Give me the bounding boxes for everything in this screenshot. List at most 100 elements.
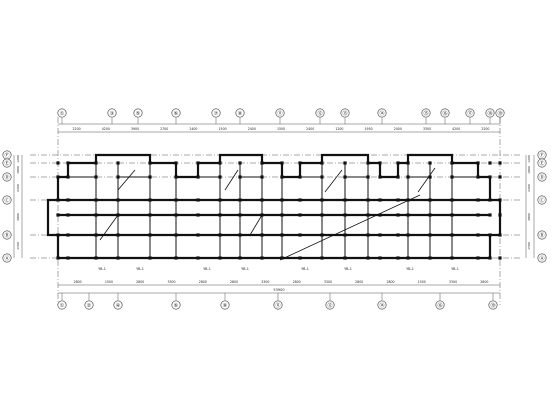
dimension-text-right: 1800	[527, 166, 531, 174]
column-marker	[498, 175, 502, 179]
column-marker	[280, 213, 284, 217]
column-marker	[428, 233, 432, 237]
dimension-text-bottom: 2800	[386, 280, 394, 284]
column-marker	[196, 233, 200, 237]
column-marker	[116, 213, 120, 217]
dimension-text-top: 1950	[365, 127, 373, 131]
dimension-text-top: 1200	[335, 127, 343, 131]
column-marker	[148, 256, 152, 260]
column-marker	[94, 213, 98, 217]
axis-label-bottom: ⑯	[437, 302, 442, 309]
axis-grid	[30, 117, 520, 305]
column-marker	[56, 175, 60, 179]
column-marker	[196, 175, 200, 179]
dimension-total: 53900	[273, 288, 284, 292]
column-marker	[66, 175, 70, 179]
column-marker	[450, 198, 454, 202]
column-marker	[428, 213, 432, 217]
axis-label-left: Ⓕ	[4, 152, 9, 159]
dimension-text-top: 3900	[131, 127, 139, 131]
column-marker	[56, 256, 60, 260]
column-marker	[488, 233, 492, 237]
column-marker	[396, 175, 400, 179]
axis-label-left: Ⓒ	[4, 197, 9, 204]
column-marker	[94, 256, 98, 260]
column-marker	[66, 161, 70, 165]
axis-label-top: ①	[60, 111, 65, 117]
column-marker	[280, 256, 284, 260]
column-marker	[116, 233, 120, 237]
axis-label-bottom: ①	[60, 303, 65, 309]
column-marker	[320, 233, 324, 237]
dimension-text-top: 1500	[219, 127, 227, 131]
column-marker	[476, 161, 480, 165]
axis-label-left: Ⓔ	[4, 160, 9, 167]
dimension-text-left: 1500	[16, 242, 20, 250]
column-marker	[366, 213, 370, 217]
column-marker	[174, 213, 178, 217]
column-marker	[450, 233, 454, 237]
column-marker	[94, 161, 98, 165]
column-marker	[378, 198, 382, 202]
column-marker	[366, 198, 370, 202]
dimension-text-left: 1800	[16, 166, 20, 174]
column-marker	[298, 233, 302, 237]
dimension-text-top: 2700	[160, 127, 168, 131]
axis-label-top: ⑯	[442, 110, 447, 117]
column-marker	[218, 256, 222, 260]
dimension-text-left: 1200	[16, 155, 20, 163]
axis-label-bottom: ⑭	[379, 302, 384, 309]
column-marker	[366, 256, 370, 260]
column-marker	[343, 175, 347, 179]
column-marker	[488, 175, 492, 179]
column-marker	[174, 256, 178, 260]
dimension-text-top: 4200	[102, 127, 110, 131]
dimension-text-bottom: 2800	[199, 280, 207, 284]
column-marker	[298, 175, 302, 179]
axis-label-right: Ⓕ	[539, 152, 544, 159]
axis-label-top: ⑭	[379, 110, 384, 117]
column-marker	[343, 213, 347, 217]
column-marker	[260, 256, 264, 260]
column-marker	[450, 161, 454, 165]
column-marker	[396, 198, 400, 202]
axis-label-top: ⑲	[497, 110, 502, 117]
column-marker	[174, 233, 178, 237]
dimension-text-top: 2400	[248, 127, 256, 131]
dimension-text-top: 2200	[481, 127, 489, 131]
axis-label-bottom: ⑫	[327, 302, 332, 309]
axis-label-right: Ⓑ	[539, 232, 544, 239]
axis-label-right: Ⓓ	[539, 174, 544, 181]
column-marker	[450, 175, 454, 179]
dimension-text-right: 4800	[527, 213, 531, 221]
column-marker	[56, 198, 60, 202]
column-marker	[320, 256, 324, 260]
column-marker	[396, 161, 400, 165]
column-marker	[298, 213, 302, 217]
column-marker	[260, 198, 264, 202]
column-marker	[428, 256, 432, 260]
axis-label-bottom: ④	[116, 303, 121, 309]
column-marker	[280, 161, 284, 165]
column-marker	[94, 198, 98, 202]
column-marker	[396, 256, 400, 260]
column-marker	[298, 256, 302, 260]
column-marker	[476, 175, 480, 179]
column-marker	[378, 256, 382, 260]
dimension-text-bottom: 3300	[449, 280, 457, 284]
column-marker	[148, 175, 152, 179]
column-marker	[488, 213, 492, 217]
dimension-text-top: 4200	[452, 127, 460, 131]
column-marker	[116, 161, 120, 165]
column-marker	[196, 256, 200, 260]
room-label: YB-1	[98, 267, 106, 271]
axis-label-top: ⑦	[214, 111, 219, 117]
column-marker	[260, 175, 264, 179]
dimension-text-bottom: 2800	[480, 280, 488, 284]
column-marker	[343, 233, 347, 237]
column-marker	[238, 233, 242, 237]
